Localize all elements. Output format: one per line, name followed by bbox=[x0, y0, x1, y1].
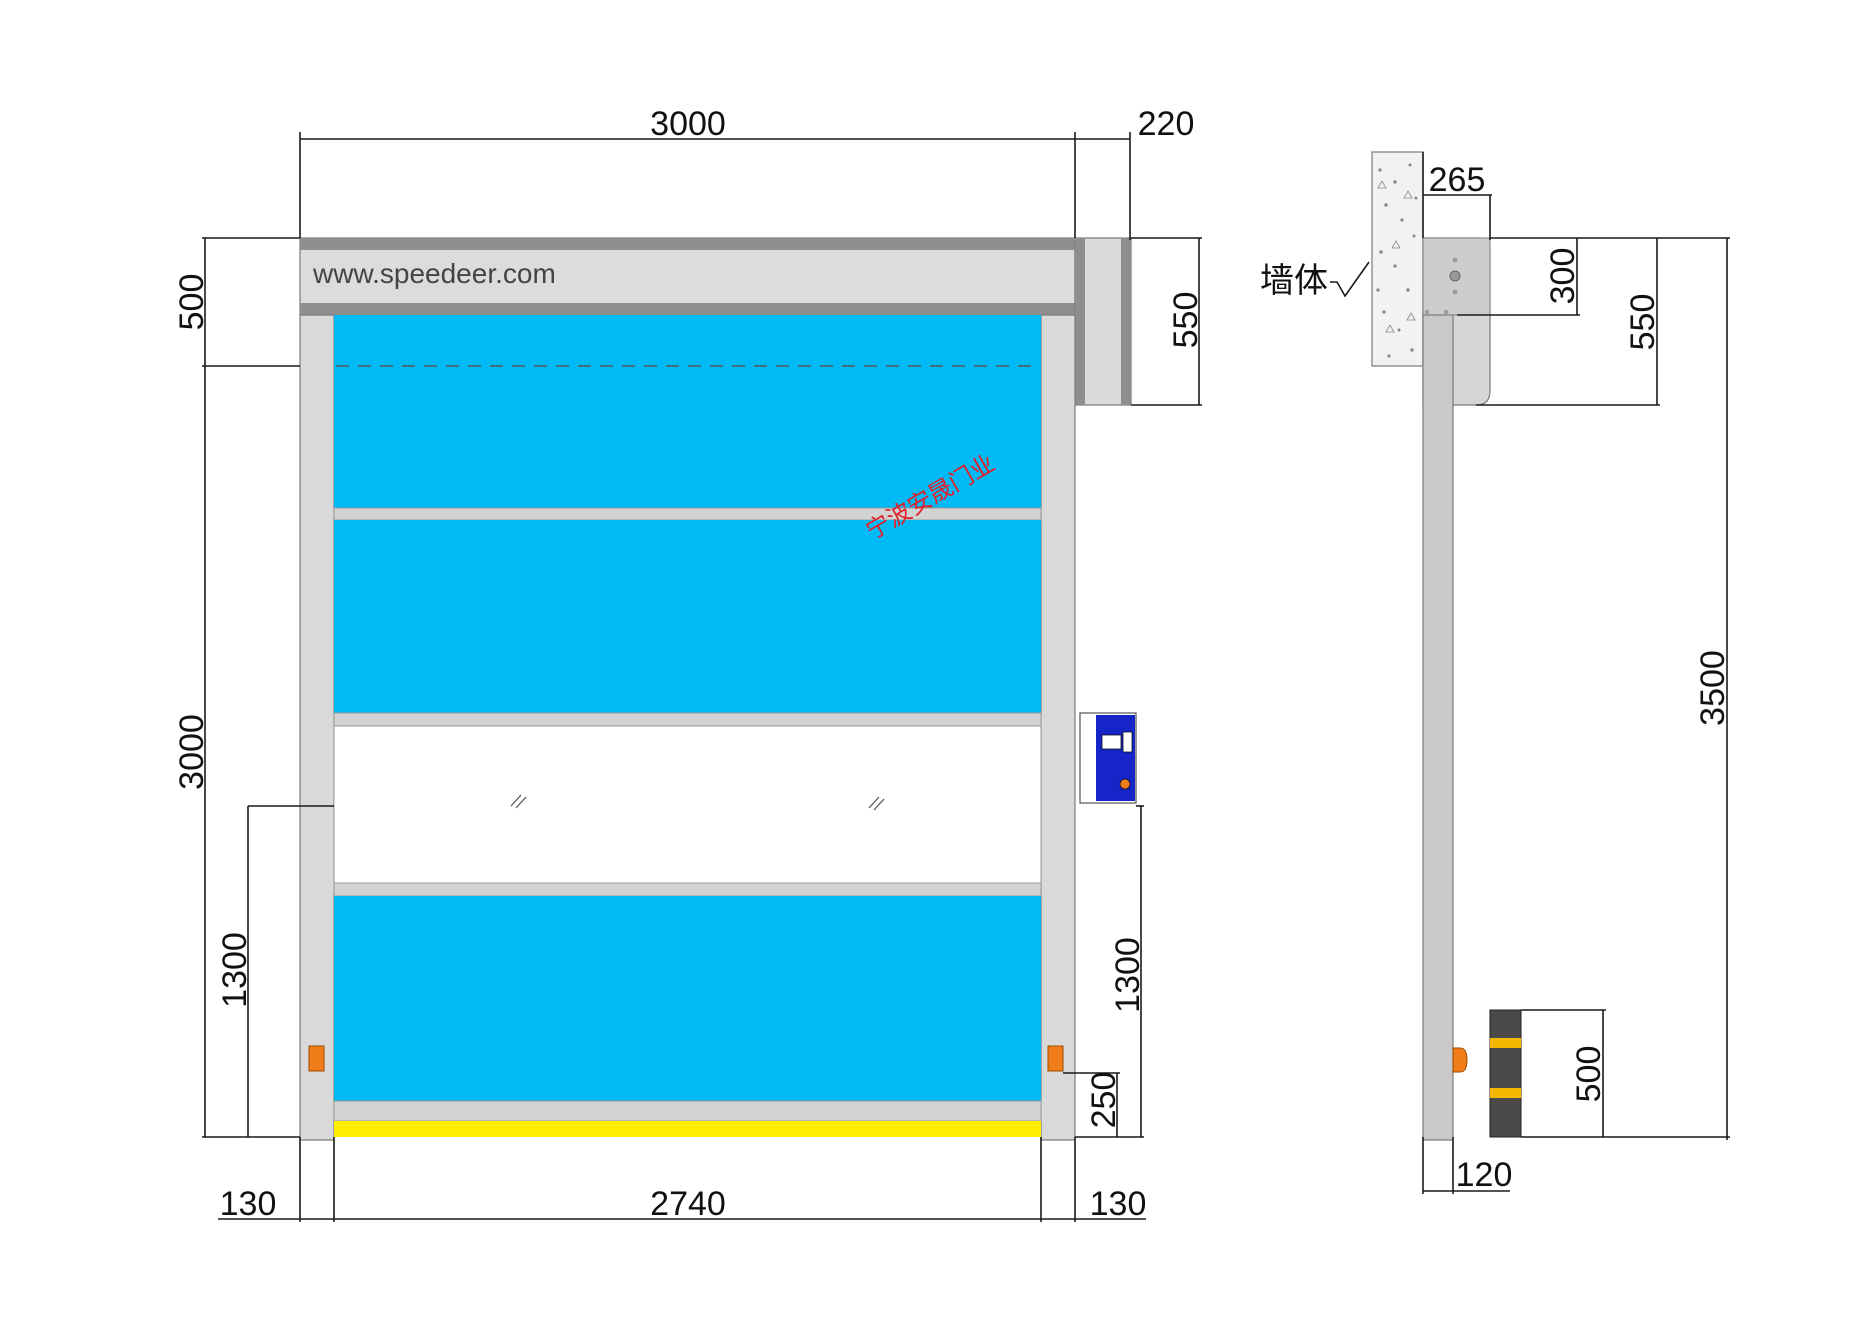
wall-label: 墙体 bbox=[1260, 261, 1328, 301]
brand-website-text: www.speedeer.com bbox=[312, 258, 556, 289]
wind-bar-3 bbox=[333, 882, 1042, 897]
protection-post bbox=[1489, 1009, 1522, 1138]
motor-bolt-bottom-icon bbox=[1452, 289, 1458, 295]
top-box-upper-band bbox=[300, 238, 1075, 250]
bottom-safety-edge bbox=[334, 1121, 1041, 1137]
curtain-panel-3 bbox=[334, 896, 1041, 1101]
dim-label-rail-width: 120 bbox=[1456, 1156, 1513, 1194]
side-photo-sensor bbox=[1452, 1047, 1468, 1073]
dim-motor-height bbox=[1457, 237, 1580, 316]
dim-label-box-extension: 220 bbox=[1138, 105, 1195, 143]
side-box-outer-band bbox=[1121, 238, 1131, 405]
motor-shaft-icon bbox=[1449, 270, 1461, 282]
dim-left-sensor-height bbox=[247, 805, 334, 1137]
wind-bar-2 bbox=[333, 712, 1042, 727]
dim-label-side-box-height: 550 bbox=[1167, 292, 1205, 349]
dim-box-height bbox=[1476, 237, 1660, 406]
glass-hatch-right bbox=[868, 796, 885, 811]
dim-label-left-sensor-height: 1300 bbox=[216, 932, 254, 1008]
bottom-bar-gray bbox=[333, 1100, 1042, 1122]
dim-label-clear-width: 2740 bbox=[650, 1185, 726, 1223]
wall-leader-line bbox=[1330, 261, 1370, 298]
dim-top-box-height bbox=[202, 237, 300, 367]
dim-post-height bbox=[1521, 1009, 1606, 1137]
top-roller-box bbox=[299, 237, 1076, 316]
left-side-frame bbox=[299, 314, 335, 1141]
right-side-frame bbox=[1040, 314, 1076, 1141]
curtain-panel-2 bbox=[334, 520, 1041, 713]
dim-right-control-height bbox=[1063, 805, 1144, 1138]
glass-hatch-left bbox=[510, 794, 527, 809]
dim-label-motor-height: 300 bbox=[1544, 248, 1582, 305]
side-box-inner-band bbox=[1075, 238, 1085, 405]
post-reflective-stripe-1 bbox=[1490, 1038, 1521, 1048]
dim-side-box-height bbox=[1131, 237, 1202, 406]
dim-label-right-frame-width: 130 bbox=[1090, 1185, 1147, 1223]
dim-label-bottom-sensor-height: 250 bbox=[1085, 1072, 1123, 1129]
dim-opening-height bbox=[202, 366, 300, 1138]
top-box-lower-band bbox=[300, 303, 1075, 315]
dim-overall-width bbox=[299, 132, 1131, 240]
dim-label-post-height: 500 bbox=[1570, 1046, 1608, 1103]
dim-label-box-depth: 265 bbox=[1429, 161, 1486, 199]
dim-total-height bbox=[1521, 237, 1730, 1140]
dim-label-right-control-height: 1300 bbox=[1109, 937, 1147, 1013]
side-view: 墙体 265 300 bbox=[1260, 151, 1732, 1194]
dim-label-left-frame-width: 130 bbox=[220, 1185, 277, 1223]
motor-bolt-top-icon bbox=[1452, 257, 1458, 263]
wall-section bbox=[1371, 151, 1424, 367]
dim-label-top-box-height: 500 bbox=[173, 274, 211, 331]
vision-window-panel bbox=[333, 725, 1042, 884]
post-reflective-stripe-2 bbox=[1490, 1088, 1521, 1098]
dim-label-overall-width: 3000 bbox=[650, 105, 726, 143]
dim-box-depth bbox=[1422, 152, 1492, 240]
side-guide-rail bbox=[1422, 314, 1454, 1141]
front-view: www.speedeer.com bbox=[173, 105, 1205, 1223]
dim-label-opening-height: 3000 bbox=[173, 714, 211, 790]
curtain-panel-1 bbox=[334, 315, 1041, 508]
dim-label-box-height: 550 bbox=[1624, 294, 1662, 351]
right-photo-sensor bbox=[1047, 1045, 1064, 1072]
control-box bbox=[1079, 712, 1137, 804]
dim-rail-width bbox=[1422, 1137, 1510, 1194]
dim-label-total-height: 3500 bbox=[1694, 650, 1732, 726]
left-photo-sensor bbox=[308, 1045, 325, 1072]
wall-concrete-hatch bbox=[1376, 163, 1418, 358]
dim-bottom-widths bbox=[218, 1137, 1146, 1222]
